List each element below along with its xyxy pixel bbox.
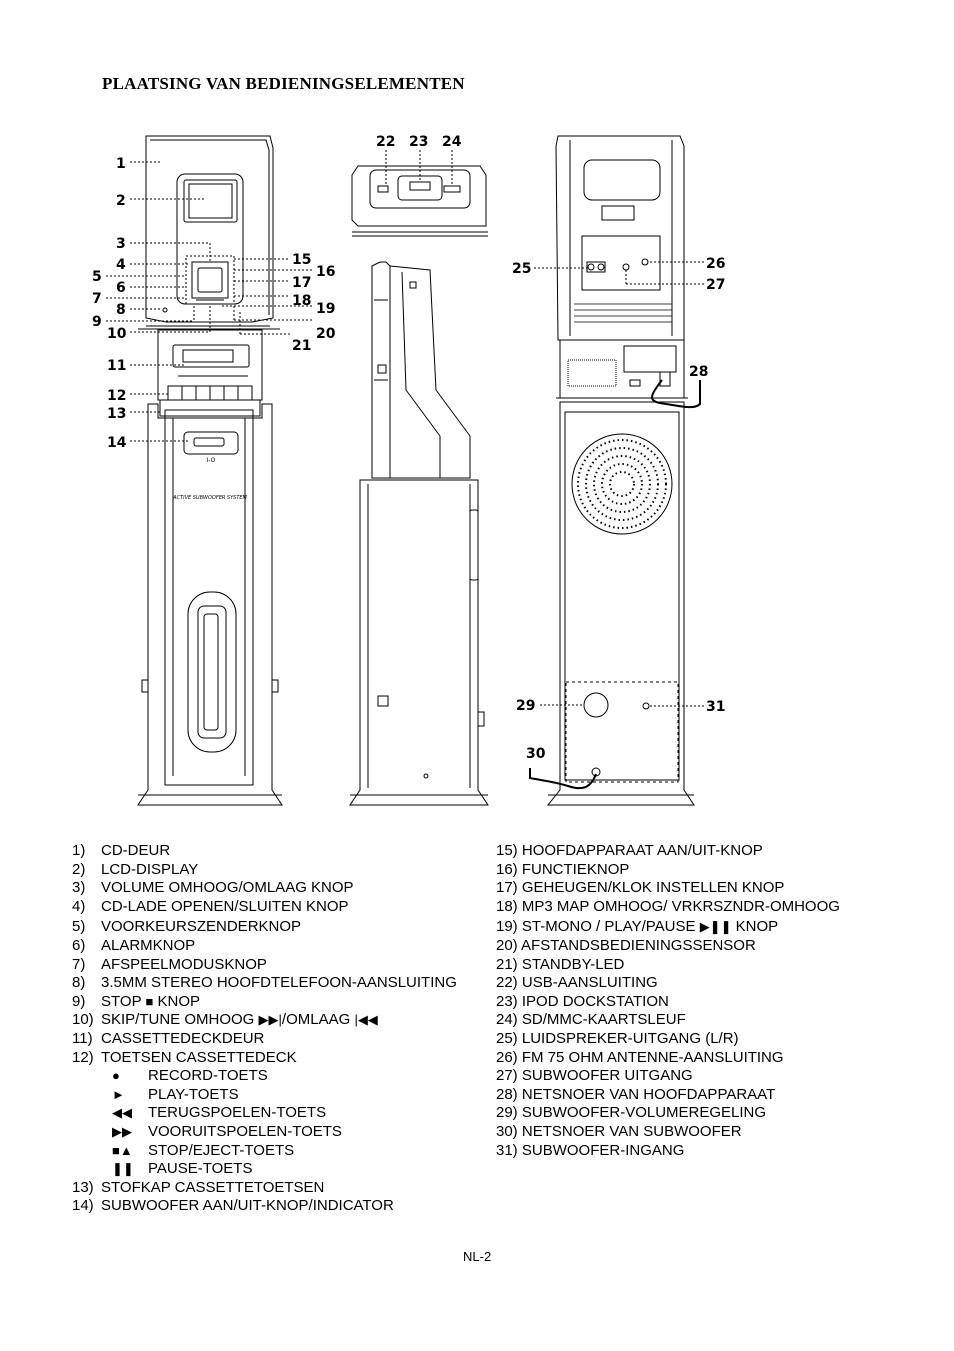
- play-pause-icon: ▶❚❚: [699, 919, 732, 935]
- callout-17: 17: [292, 275, 311, 291]
- side-view: [349, 261, 489, 806]
- rewind-icon: ◀◀: [112, 1105, 132, 1121]
- callout-15: 15: [292, 252, 311, 268]
- stop-eject-icon: ■▲: [112, 1142, 133, 1158]
- callout-23: 23: [409, 134, 428, 150]
- list-item: 23) IPOD DOCKSTATION: [496, 992, 669, 1010]
- list-item: 18) MP3 MAP OMHOOG/ VRKRSZNDR-OMHOOG: [496, 897, 840, 915]
- back-view: [529, 135, 704, 806]
- callout-8: 8: [116, 302, 126, 318]
- list-item: 30) NETSNOER VAN SUBWOOFER: [496, 1122, 742, 1140]
- skip-back-icon: |◀◀: [354, 1012, 378, 1028]
- callout-3: 3: [116, 236, 126, 252]
- callout-13: 13: [107, 406, 126, 422]
- list-item: 19) ST-MONO / PLAY/PAUSE ▶❚❚ KNOP: [496, 918, 779, 936]
- list-item: 25) LUIDSPREKER-UITGANG (L/R): [496, 1029, 739, 1047]
- callout-31: 30: [526, 746, 546, 762]
- callout-26: 26: [706, 256, 725, 272]
- callout-16: 16: [316, 264, 335, 280]
- stop-icon: ■: [145, 993, 154, 1009]
- callout-30: 31: [706, 699, 725, 715]
- list-item: 15) HOOFDAPPARAAT AAN/UIT-KNOP: [496, 842, 763, 859]
- callout-6: 6: [116, 280, 126, 296]
- callout-19: 19: [316, 301, 335, 317]
- controls-diagram: 1 2 3 4 5 6 7 8 9 10 11 12 13 14 15 16 1…: [92, 134, 725, 806]
- callout-7: 7: [92, 291, 102, 307]
- callout-20: 20: [316, 326, 336, 342]
- callout-22: 22: [376, 134, 395, 150]
- list-item: 16) FUNCTIEKNOP: [496, 860, 630, 878]
- front-subwoofer-label: ACTIVE SUBWOOFER SYSTEM: [172, 495, 247, 501]
- list-item: 21) STANDBY-LED: [496, 955, 625, 973]
- callout-28: 28: [689, 364, 708, 380]
- list-item: 20) AFSTANDSBEDIENINGSSENSOR: [496, 936, 756, 954]
- page-title: PLAATSING VAN BEDIENINGSELEMENTEN: [102, 74, 465, 93]
- callout-10: 10: [107, 326, 127, 342]
- callout-4: 4: [116, 257, 126, 273]
- record-icon: ●: [112, 1068, 120, 1084]
- list-item: 29) SUBWOOFER-VOLUMEREGELING: [496, 1104, 767, 1122]
- list-item: 24) SD/MMC-KAARTSLEUF: [496, 1011, 686, 1029]
- callout-14: 14: [107, 435, 127, 451]
- list-item: 31) SUBWOOFER-INGANG: [496, 1141, 685, 1159]
- callout-12: 12: [107, 388, 126, 404]
- skip-forward-icon: ▶▶|: [258, 1012, 282, 1028]
- page-number: NL-2: [463, 1249, 492, 1264]
- fast-forward-icon: ▶▶: [112, 1123, 132, 1139]
- callout-29: 29: [516, 698, 535, 714]
- front-view: [106, 135, 312, 806]
- list-item: 27) SUBWOOFER UITGANG: [496, 1067, 693, 1085]
- list-item: 28) NETSNOER VAN HOOFDAPPARAAT: [496, 1085, 776, 1103]
- callout-2: 2: [116, 193, 126, 209]
- list-item: 26) FM 75 OHM ANTENNE-AANSLUITING: [496, 1048, 784, 1066]
- callout-11: 11: [107, 358, 126, 374]
- callout-27: 27: [706, 277, 725, 293]
- right-legend: 15) HOOFDAPPARAAT AAN/UIT-KNOP 16) FUNCT…: [496, 842, 840, 1160]
- callout-5: 5: [92, 269, 102, 285]
- callout-24: 24: [442, 134, 462, 150]
- list-item: 22) USB-AANSLUITING: [496, 974, 658, 992]
- callout-18: 18: [292, 293, 311, 309]
- callout-21: 21: [292, 338, 311, 354]
- front-switch-label: I-O: [207, 457, 216, 464]
- list-item: 17) GEHEUGEN/KLOK INSTELLEN KNOP: [496, 879, 785, 897]
- play-icon: ►: [112, 1086, 125, 1102]
- pause-icon: ❚❚: [112, 1161, 134, 1177]
- callout-25: 25: [512, 261, 531, 277]
- callout-1: 1: [116, 156, 126, 172]
- top-view: [351, 150, 488, 237]
- callout-9: 9: [92, 314, 102, 330]
